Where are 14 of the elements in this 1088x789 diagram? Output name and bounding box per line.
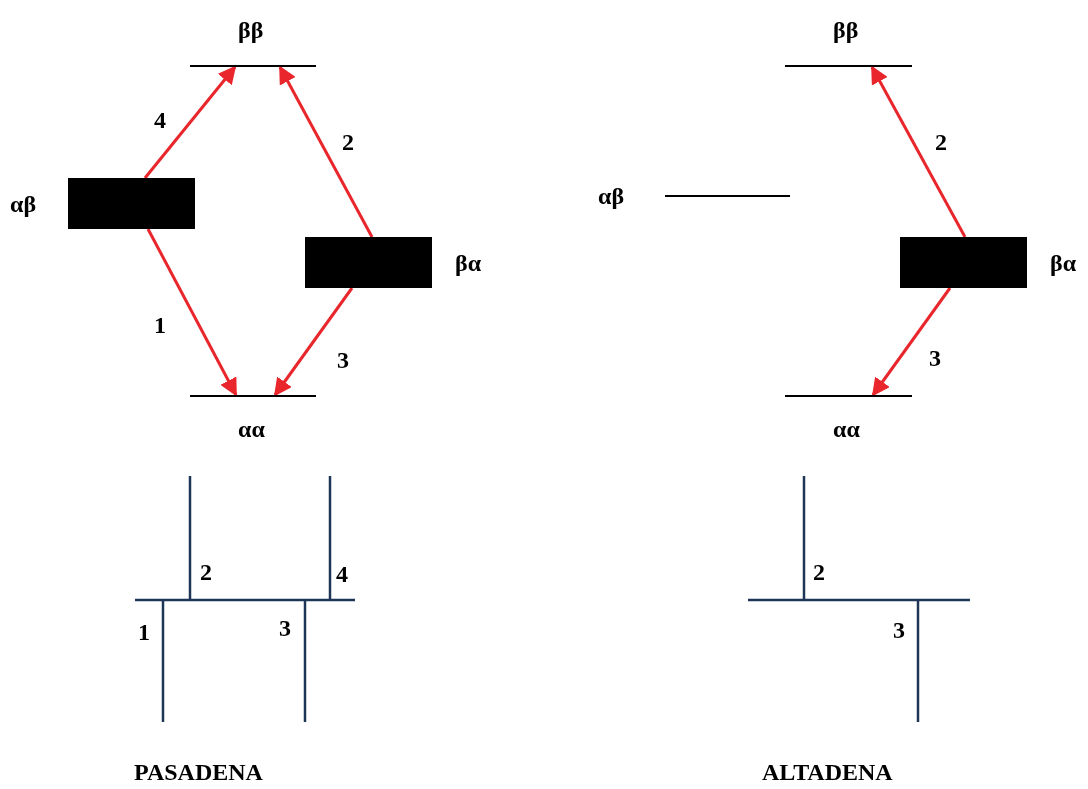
arrow: [871, 287, 952, 397]
arrow: [273, 287, 354, 397]
state-label: αα: [238, 417, 265, 441]
state-label: βα: [455, 251, 482, 275]
state-label: βα: [1050, 251, 1077, 275]
state-label: αβ: [598, 184, 625, 208]
state-label: αα: [833, 417, 860, 441]
arrow: [870, 65, 967, 238]
state-label: ββ: [238, 18, 264, 42]
state-label: ββ: [833, 18, 859, 42]
arrow: [143, 65, 237, 179]
arrow: [278, 65, 374, 238]
arrow: [146, 228, 238, 397]
state-label: αβ: [10, 192, 37, 216]
